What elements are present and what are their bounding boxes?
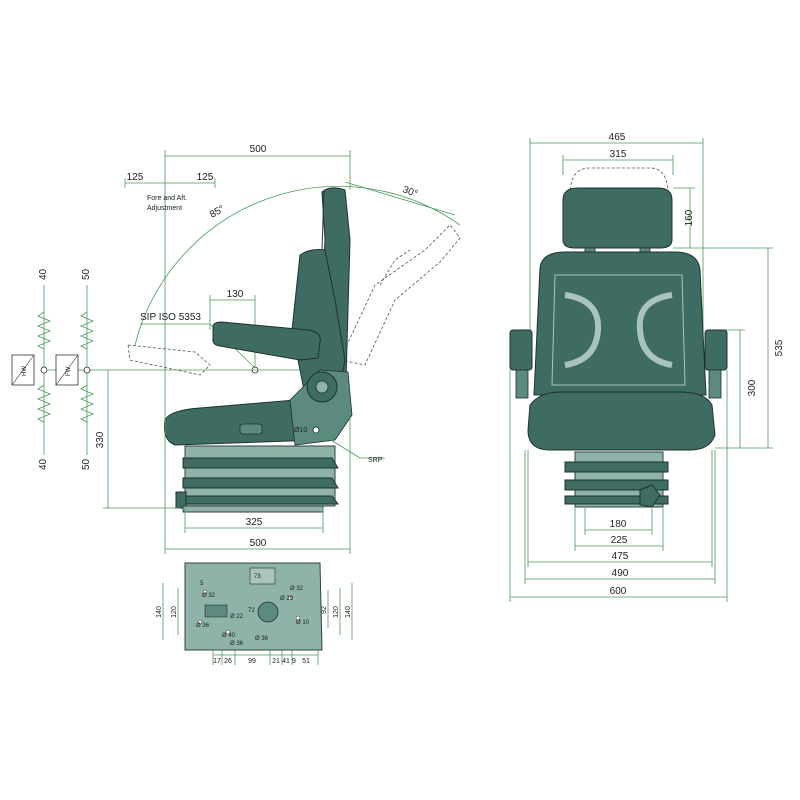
plate-dim-bottom-2: 99 — [248, 658, 256, 665]
front-seat-cushion — [527, 391, 716, 451]
dim-fore-aft-right: 125 — [197, 172, 214, 183]
dim-overall-width: 500 — [250, 538, 267, 549]
dim-base-mid: 225 — [611, 535, 628, 546]
spring-left-top — [36, 311, 52, 350]
plate-number-2: 73 — [254, 574, 261, 580]
hole-label-1: Ø 36 — [196, 623, 210, 629]
suspension-scales: 40 40 HW 50 50 FW — [11, 268, 95, 470]
spring-left-bottom — [36, 384, 52, 423]
plate-number-0: 5 — [200, 581, 204, 587]
center-hole-icon — [257, 601, 279, 623]
ghost-backrest — [339, 224, 461, 366]
dim-headrest-height: 160 — [684, 209, 695, 226]
dim-armrest-width: 490 — [612, 568, 629, 579]
fore-aft-label-2: Adjustment — [147, 205, 182, 212]
hole-label-6: Ø 40 — [222, 633, 236, 639]
base-plate-body — [184, 562, 323, 651]
dim-overall-bottom: 600 — [610, 586, 627, 597]
spring-right-bottom — [79, 384, 95, 423]
headrest-ghost — [569, 167, 669, 196]
plate-dim-left-outer: 140 — [156, 606, 163, 618]
srp-label: SRP — [368, 457, 383, 464]
headrest — [562, 187, 673, 249]
front-backrest — [533, 251, 707, 396]
recline-arc — [134, 185, 461, 346]
dim-base-inner: 180 — [610, 519, 627, 530]
sip-label: SIP ISO 5353 — [140, 312, 201, 323]
back-angle: 30° — [401, 184, 419, 200]
hole-label-8: Ø 32 — [290, 586, 304, 592]
hole-label-4: Ø 10 — [296, 620, 310, 626]
plate-dim-bottom-4: 41 — [282, 658, 290, 665]
pivot-diameter: Ø10 — [294, 427, 307, 434]
plate-dim-right-outer: 140 — [345, 606, 352, 618]
dim-seat-width: 475 — [612, 551, 629, 562]
hole-label-5: Ø 36 — [230, 641, 244, 647]
armrest — [212, 321, 321, 361]
backrest-pattern-right — [636, 292, 673, 368]
recline-angle: 85° — [208, 204, 227, 221]
dim-base-height: 330 — [95, 431, 106, 448]
ghost-armrest — [127, 344, 211, 376]
spring-right-top — [79, 311, 95, 350]
front-armrest-left — [509, 329, 533, 371]
dim-width-top: 500 — [250, 144, 267, 155]
dim-fore-aft-left: 125 — [127, 172, 144, 183]
scale-right-bottom: 50 — [81, 458, 92, 470]
dim-armrest-height: 300 — [747, 379, 758, 396]
scale-left-top: 40 — [38, 268, 49, 280]
dim-armrest-offset: 130 — [227, 289, 244, 300]
plate-dim-bottom-5: 9 — [292, 658, 296, 665]
pivot-icon — [312, 426, 320, 434]
backrest-pattern-left — [564, 292, 602, 368]
scale-left-label: HW — [22, 366, 28, 376]
dim-base-width: 325 — [246, 517, 263, 528]
scale-right-label: FW — [66, 366, 72, 376]
plate-dim-bottom-3: 21 — [272, 658, 280, 665]
dim-headrest-width: 315 — [610, 149, 627, 160]
plate-dim-left-inner: 120 — [171, 606, 178, 618]
base-lever — [175, 491, 187, 509]
front-armrest-right — [704, 329, 728, 371]
plate-dim-bottom-6: 51 — [302, 658, 310, 665]
plate-dim-bottom-0: 17 — [213, 658, 221, 665]
hole-label-7: Ø 36 — [255, 636, 269, 642]
base-plate: Ø 32 Ø 36 Ø 22 Ø 29 Ø 10 Ø 36 Ø 40 Ø 36 … — [156, 562, 353, 665]
front-view: 465 315 160 535 300 — [509, 132, 785, 602]
hole-label-3: Ø 29 — [280, 596, 294, 602]
plate-dim-right-small: 92 — [321, 606, 328, 614]
hole-label-0: Ø 32 — [202, 593, 216, 599]
dim-backrest-height: 535 — [774, 339, 785, 356]
side-view: 500 125 125 Fore and Aft. Adjustment 85°… — [48, 144, 461, 554]
hole-label-2: Ø 22 — [230, 614, 244, 620]
dim-overall-top: 465 — [609, 132, 626, 143]
seat-handle — [239, 423, 263, 435]
scale-right-top: 50 — [81, 268, 92, 280]
scale-left-bottom: 40 — [38, 458, 49, 470]
plate-number-1: 72 — [248, 608, 255, 614]
base-knob-icon — [639, 484, 661, 508]
plate-dim-bottom-1: 26 — [224, 658, 232, 665]
plate-dim-right-inner: 120 — [333, 606, 340, 618]
fore-aft-label-1: Fore and Aft. — [147, 195, 187, 202]
